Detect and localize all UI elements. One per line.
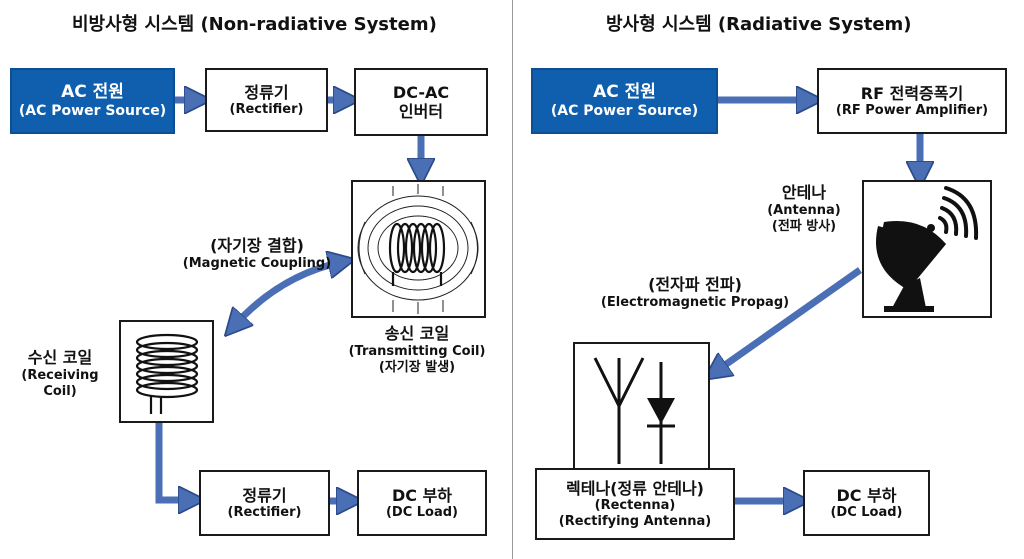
arrow-coil-to-rectifier [155,423,192,500]
inverter-sublabel: 인버터 [398,102,444,121]
magnetic-coupling-label: (자기장 결합) [210,236,304,255]
transmitting-coil-note: (자기장 발생) [378,360,456,376]
right-ac-source-box: AC 전원 (AC Power Source) [531,68,718,134]
rectenna-label: 렉테나(정류 안테나) [566,478,704,498]
rf-amplifier-label: RF 전력증폭기 [860,83,964,103]
rf-amplifier-box: RF 전력증폭기 (RF Power Amplifier) [817,68,1007,134]
receiving-coil-sublabel-2: Coil) [43,384,77,400]
propagation-label: (전자파 전파) [648,275,742,294]
left-panel-title: 비방사형 시스템 (Non-radiative System) [72,14,437,35]
left-rectifier-box: 정류기 (Rectifier) [205,68,328,132]
left-dc-load-sublabel: (DC Load) [385,504,459,520]
rectenna-symbol-icon [593,357,675,464]
rectenna-sublabel-2: (Rectifying Antenna) [558,513,712,529]
arrow-antenna-to-rectenna [715,267,863,372]
antenna-sublabel: (Antenna) [767,203,841,218]
propagation-caption: (전자파 전파) (Electromagnetic Propag) [590,275,800,311]
antenna-label: 안테나 [781,183,827,202]
right-ac-source-sublabel: (AC Power Source) [550,102,699,119]
inverter-box: DC-AC 인버터 [354,68,488,136]
transmitting-coil-box [351,180,486,318]
inverter-label: DC-AC [392,82,450,102]
right-dc-load-label: DC 부하 [836,485,897,505]
left-dc-load-box: DC 부하 (DC Load) [357,470,487,536]
transmitting-coil-caption: 송신 코일 (Transmitting Coil) (자기장 발생) [336,324,498,377]
rf-amplifier-sublabel: (RF Power Amplifier) [835,102,989,118]
transmitting-coil-icon [357,184,479,314]
panel-divider [512,0,513,559]
receiving-coil-icon [135,333,199,414]
antenna-caption: 안테나 (Antenna) (전파 방사) [754,183,854,236]
left-ac-source-box: AC 전원 (AC Power Source) [10,68,175,134]
transmitting-coil-label: 송신 코일 [384,324,450,343]
left-rectifier-bottom-sublabel: (Rectifier) [227,504,302,520]
right-ac-source-label: AC 전원 [593,82,656,103]
receiving-coil-sublabel: (Receiving [21,368,99,383]
rectenna-symbol-box [573,342,710,472]
transmitting-coil-sublabel: (Transmitting Coil) [348,344,486,359]
right-dc-load-sublabel: (DC Load) [830,504,903,520]
left-rectifier-bottom-label: 정류기 [242,485,287,505]
left-rectifier-bottom-box: 정류기 (Rectifier) [199,470,330,536]
antenna-note: (전파 방사) [771,219,837,235]
receiving-coil-box [119,320,214,423]
left-ac-source-sublabel: (AC Power Source) [18,102,167,119]
arrow-magnetic-coupling [234,262,342,326]
left-ac-source-label: AC 전원 [61,82,124,103]
right-dc-load-box: DC 부하 (DC Load) [803,470,930,536]
satellite-dish-icon [876,186,979,312]
rectenna-sublabel: (Rectenna) [594,498,676,513]
right-panel-title: 방사형 시스템 (Radiative System) [606,14,912,35]
magnetic-coupling-caption: (자기장 결합) (Magnetic Coupling) [172,236,342,272]
rectenna-box: 렉테나(정류 안테나) (Rectenna) (Rectifying Anten… [535,468,735,540]
receiving-coil-caption: 수신 코일 (Receiving Coil) [14,348,106,401]
antenna-box [862,180,992,318]
left-dc-load-label: DC 부하 [391,485,453,505]
left-rectifier-label: 정류기 [244,82,289,102]
propagation-sublabel: (Electromagnetic Propag) [600,295,790,310]
magnetic-coupling-sublabel: (Magnetic Coupling) [182,256,332,271]
left-rectifier-sublabel: (Rectifier) [229,101,304,117]
receiving-coil-label: 수신 코일 [27,348,93,367]
